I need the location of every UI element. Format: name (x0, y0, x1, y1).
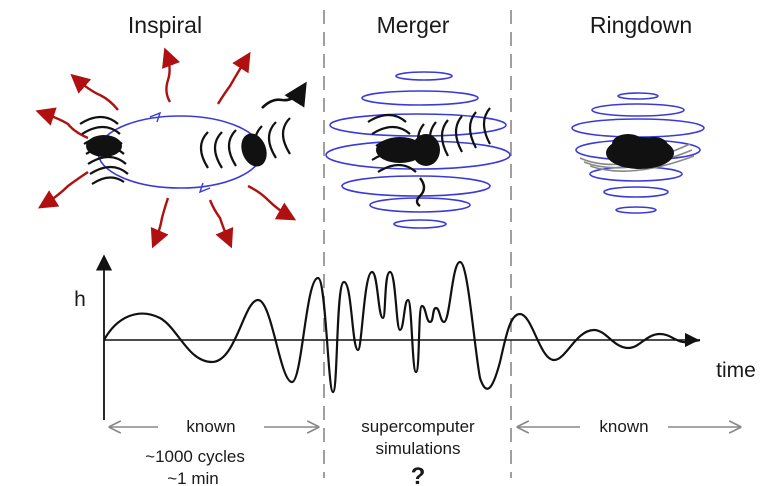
merger-orbit-rings (325, 71, 511, 229)
ringdown-known-label: known (599, 417, 648, 436)
radiation-arrow (70, 73, 119, 111)
radiation-arrow (162, 47, 181, 103)
black-hole-left (79, 115, 129, 185)
ringdown-black-hole (579, 134, 695, 172)
phase-title-merger: Merger (377, 12, 450, 38)
x-axis-label: time (716, 359, 756, 382)
inspiral-duration-note: ~1 min (167, 469, 219, 486)
phase-title-ringdown: Ringdown (590, 12, 692, 38)
radiation-arrows (35, 47, 297, 249)
merger-unknown-mark: ? (411, 463, 426, 486)
waveform-curve (103, 260, 701, 394)
merger-simulation-label-line1: supercomputer (361, 417, 475, 436)
radiation-arrow (150, 197, 170, 249)
merger-illustration (325, 71, 511, 229)
y-axis-label: h (74, 288, 86, 311)
inspiral-known-label: known (186, 417, 235, 436)
motion-arrow (261, 81, 307, 109)
radiation-arrow (247, 184, 297, 221)
radiation-arrow (208, 199, 234, 249)
inspiral-illustration (35, 47, 307, 249)
radiation-arrow (35, 107, 89, 140)
radiation-arrow (216, 51, 251, 105)
bottom-annotations: known ~1000 cycles ~1 min supercomputer … (110, 417, 740, 486)
black-hole-right (199, 117, 291, 169)
merger-black-holes (367, 107, 491, 207)
merger-simulation-label-line2: simulations (375, 439, 460, 458)
phase-title-inspiral: Inspiral (128, 12, 202, 38)
radiation-arrow (37, 171, 89, 209)
inspiral-cycles-note: ~1000 cycles (145, 447, 245, 466)
waveform-plot: h time (74, 254, 756, 420)
ringdown-illustration (571, 92, 705, 214)
